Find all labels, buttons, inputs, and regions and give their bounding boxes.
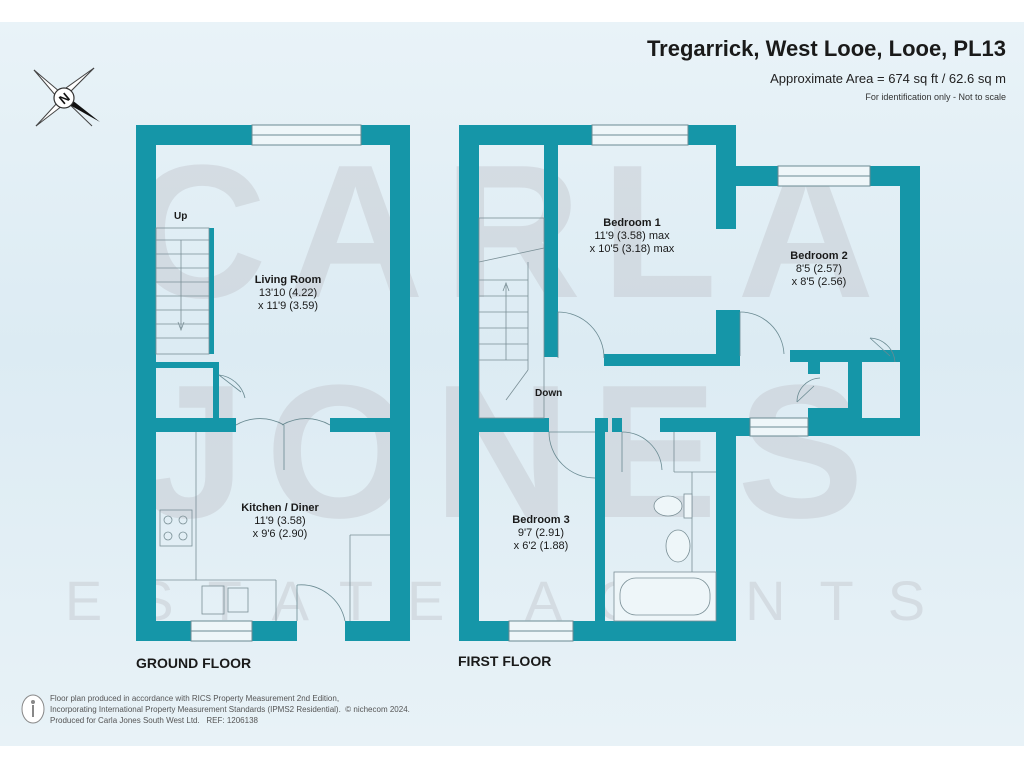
room-bedroom-3-dim2: x 6'2 (1.88) <box>513 540 569 552</box>
room-kitchen-dim2: x 9'6 (2.90) <box>252 528 308 540</box>
ground-floor-walls <box>136 125 410 641</box>
identification-note: For identification only - Not to scale <box>865 92 1006 102</box>
first-stairs <box>478 217 545 419</box>
footer-line-1: Floor plan produced in accordance with R… <box>50 694 340 703</box>
room-kitchen-name: Kitchen / Diner <box>241 502 319 514</box>
room-living-name: Living Room <box>254 274 322 286</box>
first-floor-walls <box>459 125 920 641</box>
first-floor-plan <box>459 124 920 642</box>
ground-windows <box>190 124 362 642</box>
room-living-dim2: x 11'9 (3.59) <box>258 300 318 312</box>
property-address-title: Tregarrick, West Looe, Looe, PL13 <box>646 36 1006 61</box>
room-bedroom-1: Bedroom 1 11'9 (3.58) max x 10'5 (3.18) … <box>580 217 684 256</box>
room-living: Living Room 13'10 (4.22) x 11'9 (3.59) <box>248 274 328 313</box>
footer-ref: REF: 1206138 <box>206 716 258 725</box>
room-bedroom-3-dim1: 9'7 (2.91) <box>517 527 565 539</box>
kitchen-fittings <box>156 432 390 621</box>
room-bedroom-2-dim1: 8'5 (2.57) <box>795 263 843 275</box>
room-bedroom-2: Bedroom 2 8'5 (2.57) x 8'5 (2.56) <box>780 250 858 289</box>
footer-line-2: Incorporating International Property Mea… <box>50 705 341 714</box>
room-bedroom-1-dim1: 11'9 (3.58) max <box>594 230 670 242</box>
first-windows <box>508 124 871 642</box>
ground-floor-label: GROUND FLOOR <box>136 655 252 671</box>
first-doors <box>548 311 896 479</box>
room-bedroom-3-name: Bedroom 3 <box>512 514 570 526</box>
accessibility-badge-icon <box>21 694 45 724</box>
ground-stairs <box>155 227 210 355</box>
footer-copyright: © nichecom 2024. <box>345 705 410 714</box>
first-floor-label: FIRST FLOOR <box>458 653 552 669</box>
footer-notes: Floor plan produced in accordance with R… <box>50 693 410 726</box>
room-bedroom-2-dim2: x 8'5 (2.56) <box>791 276 847 288</box>
room-bedroom-3: Bedroom 3 9'7 (2.91) x 6'2 (1.88) <box>500 514 582 553</box>
room-kitchen-dim1: 11'9 (3.58) <box>254 515 306 527</box>
room-bedroom-1-dim2: x 10'5 (3.18) max <box>589 243 675 255</box>
bathroom-fittings <box>613 432 717 622</box>
room-living-dim1: 13'10 (4.22) <box>258 287 318 299</box>
room-bedroom-2-name: Bedroom 2 <box>790 250 848 262</box>
ground-floor-plan <box>136 124 410 642</box>
compass-icon: N <box>33 67 100 127</box>
room-bedroom-1-name: Bedroom 1 <box>603 217 661 229</box>
footer-line-3: Produced for Carla Jones South West Ltd. <box>50 716 200 725</box>
approximate-area: Approximate Area = 674 sq ft / 62.6 sq m <box>770 71 1006 86</box>
stairs-down-label: Down <box>535 388 563 399</box>
room-kitchen: Kitchen / Diner 11'9 (3.58) x 9'6 (2.90) <box>226 502 334 541</box>
ground-doors <box>218 374 346 622</box>
stairs-up-label: Up <box>174 211 188 222</box>
